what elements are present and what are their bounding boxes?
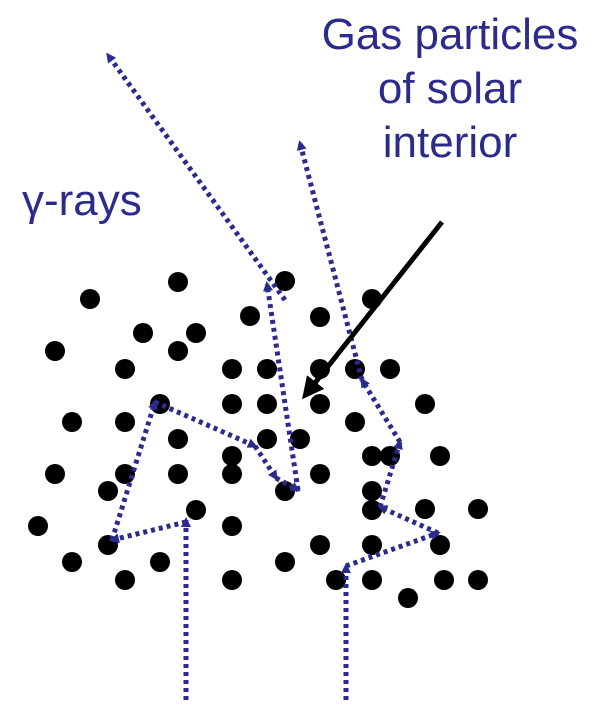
gas-particle (150, 394, 170, 414)
gas-particle (186, 323, 206, 343)
gamma-ray-path-segment (267, 284, 298, 490)
gas-particle (133, 323, 153, 343)
gas-particle (222, 446, 242, 466)
gas-particle (150, 552, 170, 572)
gamma-ray-path-segment (255, 446, 276, 478)
gas-particle (222, 516, 242, 536)
gas-particle (222, 359, 242, 379)
gas-particle (468, 570, 488, 590)
gas-particle (430, 446, 450, 466)
gas-particles-group (28, 271, 488, 608)
gas-particle (415, 394, 435, 414)
gas-particle (28, 516, 48, 536)
gas-particle (310, 535, 330, 555)
gamma-ray-path-segment (300, 143, 362, 380)
gas-particle (434, 570, 454, 590)
gas-particle (398, 588, 418, 608)
gas-particle (222, 570, 242, 590)
gas-particle (326, 570, 346, 590)
gas-particle (257, 394, 277, 414)
gas-particle (257, 429, 277, 449)
gas-particle (345, 412, 365, 432)
gas-particle (310, 394, 330, 414)
gas-particle (380, 359, 400, 379)
gas-particle (45, 341, 65, 361)
gas-particle (380, 446, 400, 466)
gamma-ray-path-segment (346, 533, 438, 566)
gas-particle (310, 464, 330, 484)
gas-particle (62, 412, 82, 432)
gas-particle (362, 570, 382, 590)
gamma-ray-path-segment (362, 380, 400, 442)
gas-particle (468, 499, 488, 519)
gamma-ray-path-segment (108, 55, 285, 300)
gas-particle (275, 271, 295, 291)
gas-particle (115, 359, 135, 379)
gas-particle (362, 481, 382, 501)
gas-particle (98, 481, 118, 501)
gas-particle (115, 570, 135, 590)
gas-particle (168, 341, 188, 361)
gas-particle (115, 412, 135, 432)
gas-particle (186, 500, 206, 520)
gas-particle (115, 464, 135, 484)
gamma-ray-path-segment (112, 522, 186, 540)
gas-particle (240, 306, 260, 326)
gas-particle (168, 464, 188, 484)
gas-particle (168, 429, 188, 449)
gas-particle (430, 535, 450, 555)
gas-particle (45, 464, 65, 484)
gas-particle (275, 552, 295, 572)
gas-particle (415, 499, 435, 519)
gas-particle (80, 289, 100, 309)
gas-particle (362, 446, 382, 466)
gas-particle (62, 552, 82, 572)
gas-particle (222, 394, 242, 414)
gas-particle (257, 359, 277, 379)
gas-particle (222, 464, 242, 484)
gas-particle (310, 307, 330, 327)
gas-particle (290, 429, 310, 449)
gas-particle (168, 272, 188, 292)
